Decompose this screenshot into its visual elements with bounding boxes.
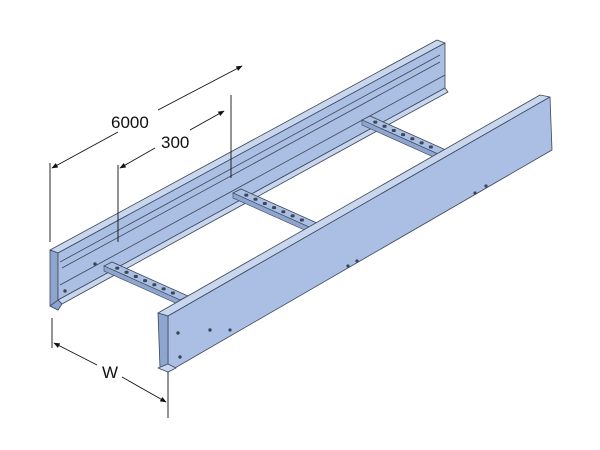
- rungs: [103, 115, 447, 306]
- rung-slot: [115, 266, 120, 270]
- rung-slot: [262, 201, 267, 205]
- rung-slot: [281, 210, 286, 214]
- rung: [361, 115, 447, 160]
- rung: [103, 261, 189, 306]
- front-side-rail: [157, 94, 553, 373]
- dimension-lines: [49, 65, 243, 418]
- rung-slot: [244, 193, 249, 197]
- rung-slot: [290, 214, 295, 218]
- rung-slot: [272, 206, 277, 210]
- rung-slot: [401, 133, 406, 137]
- length-dimension-label: 6000: [111, 113, 149, 132]
- rung-spacing-dimension-label: 300: [161, 133, 189, 152]
- rung-slot: [410, 137, 415, 141]
- rung: [232, 188, 318, 233]
- rung-slot: [299, 218, 304, 222]
- rung-slot: [391, 128, 396, 132]
- rung-slot: [428, 145, 433, 149]
- rung-slot: [419, 141, 424, 145]
- width-dimension-label: W: [102, 363, 118, 382]
- rung-slot: [253, 197, 258, 201]
- rung-slot: [170, 291, 175, 295]
- rung-slot: [124, 270, 129, 274]
- rung-slot: [133, 274, 138, 278]
- rung-slot: [161, 287, 166, 291]
- rung-slot: [382, 124, 387, 128]
- rung-slot: [152, 283, 157, 287]
- rung-slot: [143, 279, 148, 283]
- rung-slot: [373, 120, 378, 124]
